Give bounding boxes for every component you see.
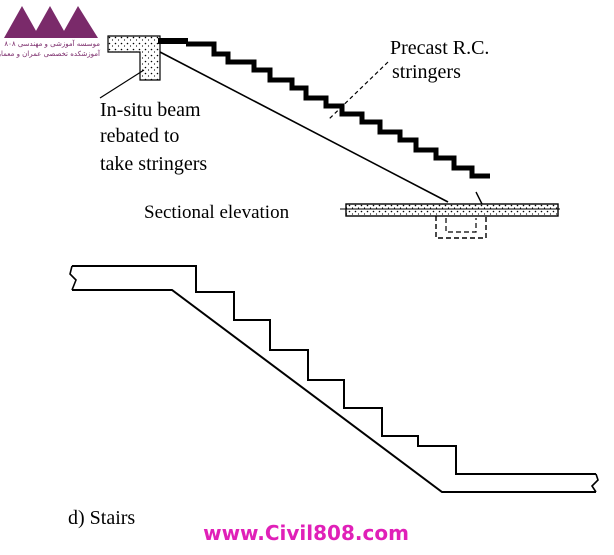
stringer-soffit: [159, 51, 449, 203]
logo-triangle-middle: [32, 6, 68, 38]
label-insitu-3: take stringers: [100, 153, 207, 175]
precast-treads: [186, 41, 490, 179]
break-mark-left: [69, 265, 77, 291]
logo-triangle-left: [4, 6, 40, 38]
stairs-treads: [72, 265, 596, 475]
dashed-beam-below: [435, 216, 487, 239]
break-mark-right: [590, 473, 599, 493]
label-insitu-2: rebated to: [100, 125, 179, 147]
label-sectional-elevation: Sectional elevation: [144, 202, 290, 223]
sectional-elevation-drawing: [99, 35, 560, 239]
logo-line-2: آموزشکده تخصصی عمران و معماری: [0, 49, 101, 58]
precast-leader-line: [327, 61, 389, 121]
logo: موسسه آموزشی و مهندسی ۸۰۸ آموزشکده تخصصی…: [0, 6, 101, 58]
logo-triangle-right: [60, 6, 98, 38]
label-insitu-1: In-situ beam: [100, 99, 201, 121]
label-stringers: stringers: [392, 61, 461, 83]
dashed-beam-inner: [445, 218, 477, 233]
insitu-leader-line: [99, 69, 145, 99]
stairs-soffit: [72, 289, 596, 493]
bottom-floor-slab: [345, 203, 559, 217]
top-landing-tread: [158, 38, 188, 44]
website-watermark[interactable]: www.Civil808.com: [203, 521, 409, 545]
label-precast: Precast R.C.: [390, 37, 489, 59]
in-situ-beam-top: [107, 35, 161, 81]
stairs-outline-drawing: [69, 265, 599, 493]
logo-line-1: موسسه آموزشی و مهندسی ۸۰۸: [4, 39, 100, 48]
stringer-end: [475, 191, 483, 205]
caption-stairs: d) Stairs: [68, 507, 135, 529]
